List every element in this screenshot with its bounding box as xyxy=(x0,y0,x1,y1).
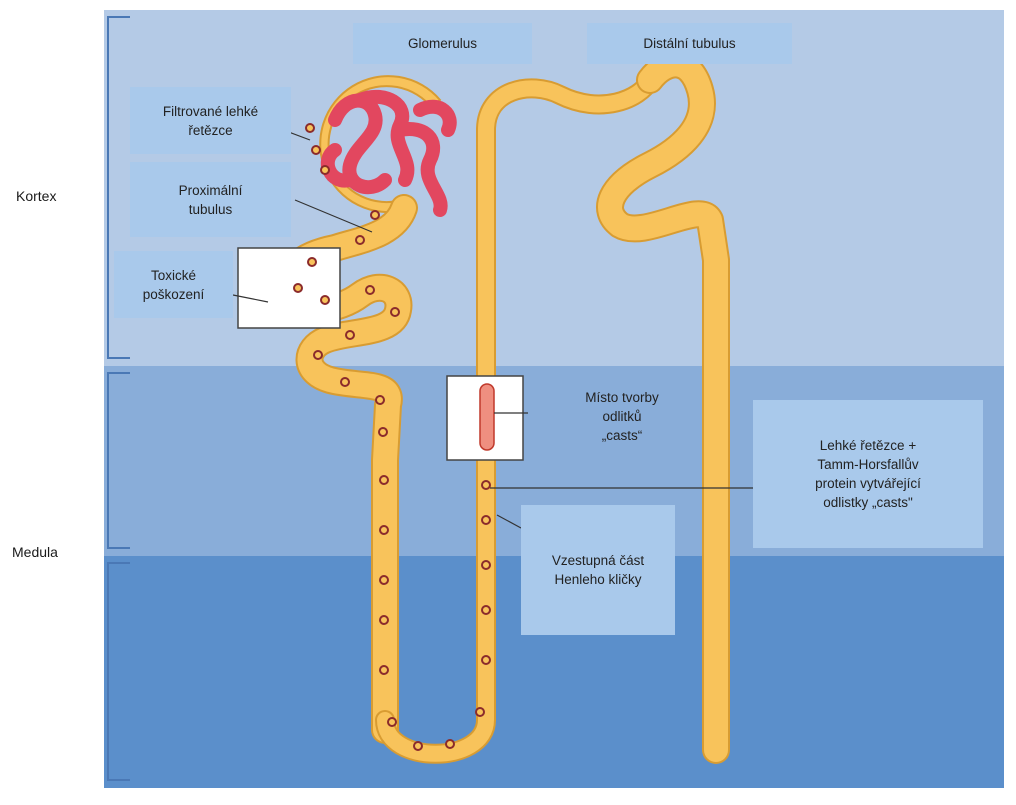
pointer-toxic xyxy=(232,294,269,303)
dot xyxy=(365,285,375,295)
dot xyxy=(387,717,397,727)
label-line: odlitků xyxy=(602,408,642,424)
label-line: Filtrované lehké xyxy=(162,103,259,119)
dot xyxy=(305,123,315,133)
distal-tubule-fill xyxy=(598,52,728,762)
dot xyxy=(481,480,491,490)
cast-cylinder xyxy=(479,383,495,451)
label-distal-tubulus: Distální tubulus xyxy=(587,23,792,64)
label-toxic-damage: Toxické poškození xyxy=(114,251,233,318)
dot xyxy=(475,707,485,717)
dot xyxy=(320,295,330,305)
label-filtered-light-chains: Filtrované lehké řetězce xyxy=(130,87,291,154)
dot xyxy=(390,307,400,317)
label-line: Distální tubulus xyxy=(643,36,736,51)
dot xyxy=(413,741,423,751)
dot xyxy=(355,235,365,245)
label-line: Lehké řetězce + xyxy=(819,438,917,453)
label-line: Tamm-Horsfallův xyxy=(817,457,919,472)
label-ascending-henle-loop: Vzestupná část Henleho kličky xyxy=(521,505,675,635)
inner-medulla-bracket xyxy=(107,562,130,781)
label-line: tubulus xyxy=(188,201,233,217)
dot xyxy=(370,210,380,220)
cortex-bracket xyxy=(107,16,130,359)
zone-label-medula: Medula xyxy=(12,544,58,560)
dot xyxy=(379,475,389,485)
label-line: Toxické xyxy=(150,267,196,283)
dot xyxy=(481,560,491,570)
label-line: Glomerulus xyxy=(407,36,478,51)
medulla-bracket xyxy=(107,372,130,549)
dot xyxy=(379,575,389,585)
dot xyxy=(481,655,491,665)
label-glomerulus: Glomerulus xyxy=(353,23,532,64)
label-line: Proximální xyxy=(178,182,243,198)
dot xyxy=(293,283,303,293)
dot xyxy=(313,350,323,360)
label-line: Henleho kličky xyxy=(554,572,642,587)
light-chain-dots xyxy=(293,123,491,751)
dot xyxy=(311,145,321,155)
toxic-damage-box xyxy=(237,247,341,329)
glomerulus-loop-4 xyxy=(393,122,448,217)
label-line: řetězce xyxy=(188,122,233,138)
label-line: odlistky „casts" xyxy=(823,495,913,510)
dot xyxy=(307,257,317,267)
label-cast-site: Místo tvorby odlitků „casts“ xyxy=(532,382,712,450)
dot xyxy=(481,515,491,525)
dot xyxy=(379,615,389,625)
label-proximal-tubulus: Proximální tubulus xyxy=(130,162,291,237)
label-line: „casts“ xyxy=(601,427,643,443)
dot xyxy=(345,330,355,340)
glomerulus-loop-5 xyxy=(413,99,457,137)
dot xyxy=(378,427,388,437)
dot xyxy=(340,377,350,387)
label-line: Místo tvorby xyxy=(585,389,659,405)
pointer-proximal xyxy=(294,199,373,233)
label-light-chains-tamm-horsfall: Lehké řetězce + Tamm-Horsfallův protein … xyxy=(753,400,983,548)
dot xyxy=(375,395,385,405)
dot xyxy=(379,665,389,675)
dot xyxy=(445,739,455,749)
pointer-ascending xyxy=(496,514,522,529)
zone-brackets xyxy=(107,16,130,781)
label-line: protein vytvářející xyxy=(815,476,921,491)
label-line: Vzestupná část xyxy=(551,553,645,568)
dot xyxy=(481,605,491,615)
label-line: poškození xyxy=(142,286,205,302)
zone-label-cortex: Kortex xyxy=(16,188,57,204)
henle-loop-fill xyxy=(377,72,658,762)
dot xyxy=(379,525,389,535)
dot xyxy=(320,165,330,175)
